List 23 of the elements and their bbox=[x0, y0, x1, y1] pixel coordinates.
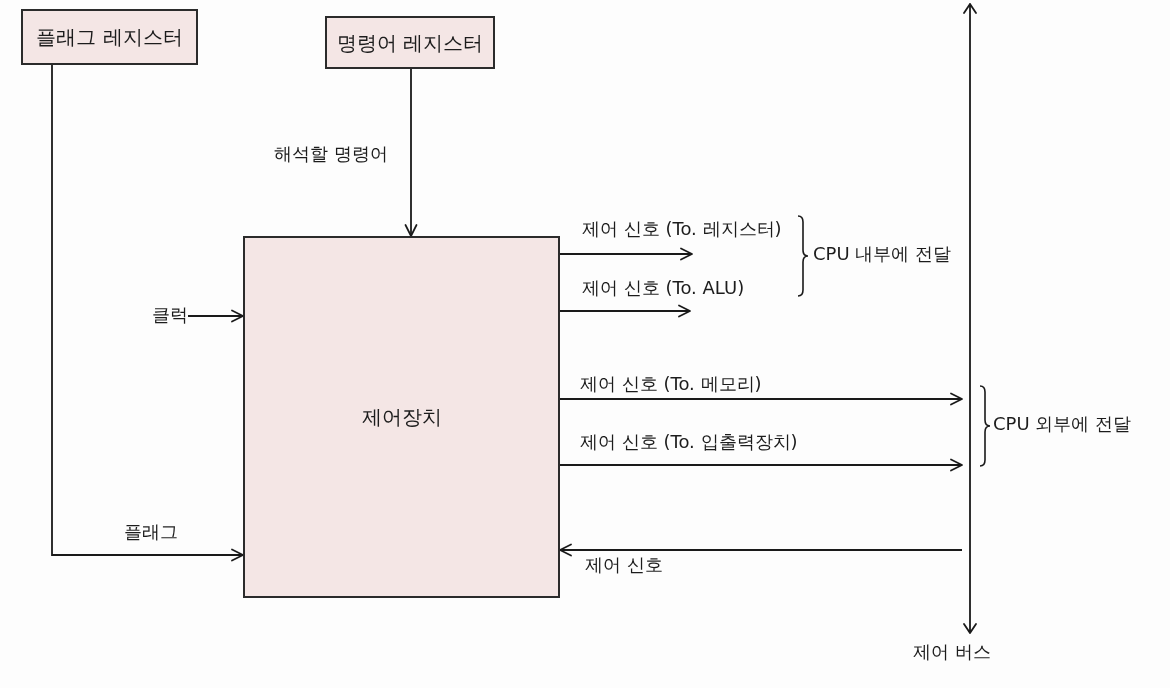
edge-label: 해석할 명령어 bbox=[274, 143, 388, 165]
arrow bbox=[559, 458, 963, 472]
bracket-label: CPU 내부에 전달 bbox=[813, 243, 952, 265]
edge-label: 제어 신호 bbox=[585, 554, 663, 576]
clock-label: 클럭 bbox=[152, 304, 188, 326]
edge-label: 제어 신호 (To. 입출력장치) bbox=[580, 431, 798, 453]
edge-label: 제어 신호 (To. 레지스터) bbox=[582, 218, 782, 240]
bracket-label: CPU 외부에 전달 bbox=[993, 413, 1132, 435]
edge-label: 플래그 bbox=[124, 521, 178, 543]
edge-label: 제어 신호 (To. 메모리) bbox=[580, 373, 762, 395]
arrow bbox=[559, 392, 963, 406]
control-unit-box: 제어장치 bbox=[243, 236, 560, 598]
edge-label: 제어 신호 (To. ALU) bbox=[582, 277, 745, 299]
register-box: 플래그 레지스터 bbox=[21, 9, 198, 65]
arrow bbox=[559, 543, 963, 557]
register-box: 명령어 레지스터 bbox=[325, 16, 495, 69]
bus-label: 제어 버스 bbox=[913, 641, 991, 663]
arrow bbox=[51, 64, 244, 562]
arrow bbox=[404, 68, 418, 237]
bus-line bbox=[962, 3, 978, 634]
arrow bbox=[559, 304, 691, 318]
arrow bbox=[187, 309, 244, 323]
arrow bbox=[559, 247, 693, 261]
